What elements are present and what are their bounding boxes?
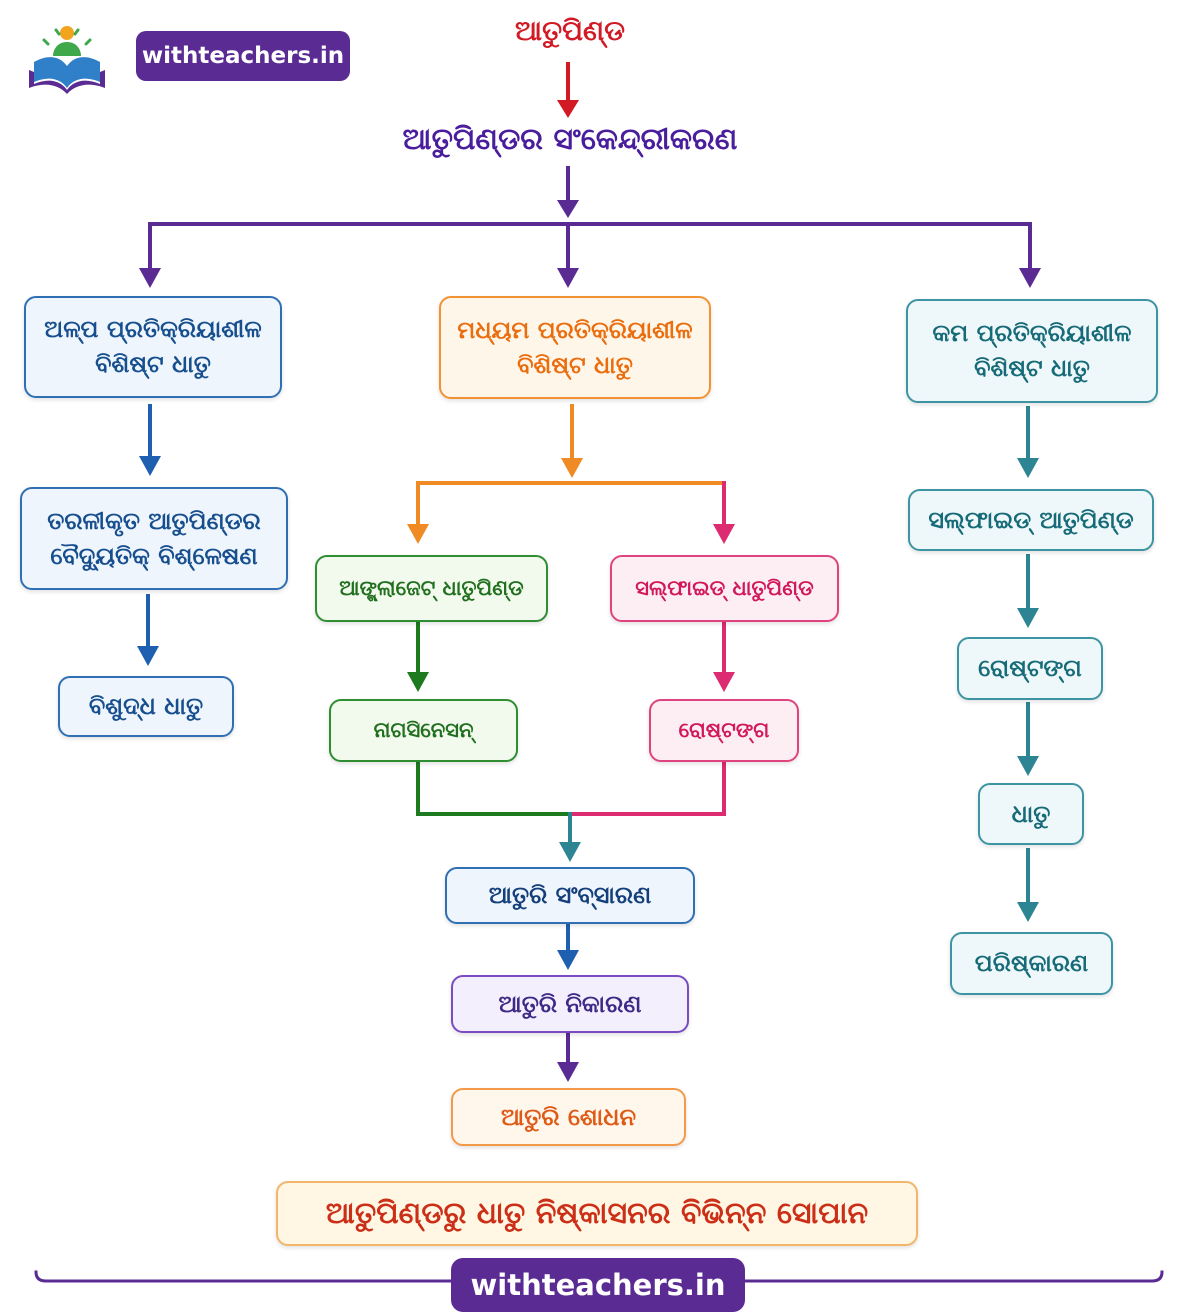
sulphide-ore-right-box: ସଲ୍‌ଫାଇଡ୍ ଆତୁପିଣ୍ଡ <box>908 489 1154 551</box>
diagram-title: ଆତୁପିଣ୍ଡ <box>515 14 625 47</box>
high-reactivity-metal-box: କମ ପ୍ରତିକ୍ରିୟାଶୀଳ ବିଶିଷ୍ଟ ଧାତୁ <box>906 299 1158 403</box>
pure-metal-box: ବିଶୁଦ୍ଧ ଧାତୁ <box>58 676 234 737</box>
box-label: ରୋଷ୍ଟଙ୍ଗ <box>678 718 770 743</box>
box-label-line1: ଅଳ୍ପ ପ୍ରତିକ୍ରିୟାଶୀଳ <box>44 315 262 344</box>
box-label: ବିଶୁଦ୍ଧ ଧାତୁ <box>88 692 204 721</box>
calcination-box: ନାଗସିନେସନ୍ <box>329 699 518 762</box>
footer-caption-text: ଆତୁପିଣ୍ଡରୁ ଧାତୁ ନିଷ୍କାସନର ବିଭିନ୍ନ ସୋପାନ <box>325 1195 869 1231</box>
box-label: ଆତୁରି ସଂବ୍ସାରଣ <box>488 881 652 910</box>
roasting-box: ରୋଷ୍ଟଙ୍ଗ <box>649 699 799 762</box>
book-reader-icon <box>29 26 105 94</box>
roasting-right-box: ରୋଷ୍ଟଙ୍ଗ <box>957 637 1103 700</box>
arrowhead <box>557 100 579 118</box>
diagram-subtitle: ଆତୁପିଣ୍ଡର ସଂକେନ୍ଦ୍ରୀକରଣ <box>402 122 738 157</box>
box-label-line1: କମ ପ୍ରତିକ୍ରିୟାଶୀଳ <box>932 319 1132 348</box>
box-label: ପରିଷ୍କାରଣ <box>974 949 1089 978</box>
reduction-box: ଆତୁରି ନିକାରଣ <box>451 975 689 1033</box>
box-label: ଧାତୁ <box>1011 799 1051 828</box>
site-logo[interactable]: withteachers.in <box>24 18 350 98</box>
box-label: ନାଗସିନେସନ୍ <box>373 718 474 743</box>
box-label-line1: ତରଳୀକୃତ ଆତୁପିଣ୍ଡର <box>47 506 261 535</box>
electrolysis-box: ତରଳୀକୃତ ଆତୁପିଣ୍ଡର ବୈଦ୍ୟୁତିକ୍ ବିଶ୍ଳେଷଣ <box>20 487 288 590</box>
box-label: ସଲ୍‌ଫାଇଡ୍ ଧାତୁପିଣ୍ଡ <box>635 576 814 601</box>
refining-box: ଆତୁରି ଶୋଧନ <box>451 1088 686 1146</box>
low-reactivity-metal-box: ଅଳ୍ପ ପ୍ରତିକ୍ରିୟାଶୀଳ ବିଶିଷ୍ଟ ଧାତୁ <box>24 296 282 398</box>
box-label: ସଲ୍‌ଫାଇଡ୍ ଆତୁପିଣ୍ଡ <box>928 505 1134 534</box>
carbonate-ore-box: ଆଙ୍ଗ୍ଲାଜେଟ୍ ଧାତୁପିଣ୍ଡ <box>315 555 548 622</box>
box-label-line2: ବୈଦ୍ୟୁତିକ୍ ବିଶ୍ଳେଷଣ <box>50 541 258 570</box>
medium-reactivity-metal-box: ମଧ୍ୟମ ପ୍ରତିକ୍ରିୟାଶୀଳ ବିଶିଷ୍ଟ ଧାତୁ <box>439 296 711 399</box>
box-label: ରୋଷ୍ଟଙ୍ଗ <box>978 654 1082 683</box>
box-label-line2: ବିଶିଷ୍ଟ ଧାତୁ <box>974 354 1090 382</box>
box-label: ଆତୁରି ଶୋଧନ <box>500 1102 637 1131</box>
box-label-line1: ମଧ୍ୟମ ପ୍ରତିକ୍ରିୟାଶୀଳ <box>457 315 693 344</box>
box-label: ଆଙ୍ଗ୍ଲାଜେଟ୍ ଧାତୁପିଣ୍ଡ <box>339 576 524 601</box>
logo-badge: withteachers.in <box>136 31 350 81</box>
purification-box: ପରିଷ୍କାରଣ <box>950 932 1113 995</box>
footer-caption: ଆତୁପିଣ୍ଡରୁ ଧାତୁ ନିଷ୍କାସନର ବିଭିନ୍ନ ସୋପାନ <box>276 1181 918 1246</box>
sulphide-ore-box: ସଲ୍‌ଫାଇଡ୍ ଧାତୁପିଣ୍ଡ <box>610 555 839 622</box>
box-label-line2: ବିଶିଷ୍ଟ ଧାତୁ <box>95 350 211 378</box>
metal-box: ଧାତୁ <box>978 783 1084 845</box>
oxide-conversion-box: ଆତୁରି ସଂବ୍ସାରଣ <box>445 867 695 924</box>
box-label-line2: ବିଶିଷ୍ଟ ଧାତୁ <box>517 350 633 379</box>
footer-site-badge[interactable]: withteachers.in <box>451 1258 745 1312</box>
box-label: ଆତୁରି ନିକାରଣ <box>498 989 642 1018</box>
